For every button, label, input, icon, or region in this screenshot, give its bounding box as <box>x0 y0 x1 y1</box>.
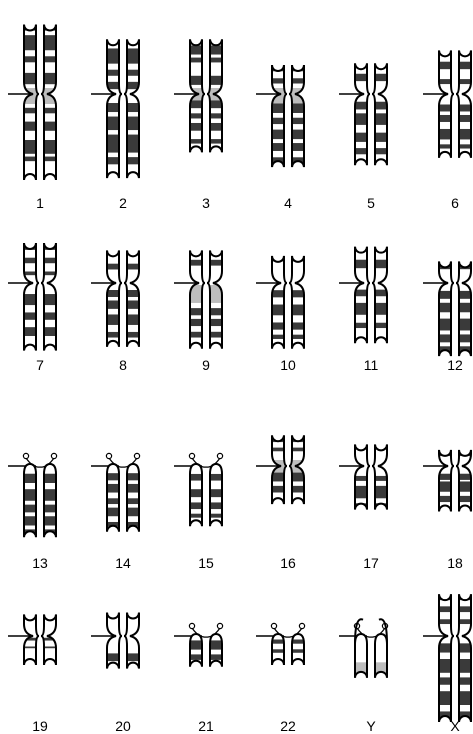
satellite <box>271 623 276 628</box>
chromosome-label: Y <box>366 718 376 734</box>
satellite <box>189 623 194 628</box>
chromosome-label: 1 <box>36 195 44 211</box>
chromosome-label: 11 <box>364 357 379 373</box>
chromosome-17 <box>339 428 391 525</box>
dark-band <box>268 639 288 643</box>
chromosome-label: 18 <box>447 555 463 571</box>
chromosome-9 <box>174 234 226 364</box>
chromosome-11 <box>339 231 391 360</box>
chromosome-label: 21 <box>198 718 214 734</box>
chromosome-7 <box>8 227 60 367</box>
chromosome-3 <box>174 23 226 168</box>
chromosome-label: 17 <box>363 555 379 571</box>
chromosome-label: 14 <box>115 555 131 571</box>
chromosome-label: 12 <box>447 357 463 373</box>
satellite <box>51 453 56 458</box>
chromosome-label: 19 <box>32 718 48 734</box>
chromosome-22 <box>256 615 308 681</box>
chromosome-label: 2 <box>119 195 127 211</box>
satellite <box>106 453 111 458</box>
chromosome-label: X <box>450 718 460 734</box>
chromosome-label: 9 <box>202 357 210 373</box>
chromosome-10 <box>256 240 308 365</box>
chromosome-label: 5 <box>367 195 375 211</box>
chromosome-1 <box>8 9 60 196</box>
satellite <box>23 453 28 458</box>
chromosome-8 <box>91 234 143 363</box>
chromosome-label: 10 <box>280 357 296 373</box>
chromosome-15 <box>174 443 226 542</box>
chromosome-4 <box>256 49 308 183</box>
chromosome-x <box>423 578 473 734</box>
chromosome-2 <box>91 23 143 194</box>
chromosome-label: 22 <box>280 718 296 734</box>
chromosome-21 <box>174 615 226 683</box>
chromosome-label: 15 <box>198 555 214 571</box>
satellite <box>299 623 304 628</box>
chromosome-label: 13 <box>32 555 48 571</box>
chromosome-16 <box>256 419 308 520</box>
satellite <box>217 453 222 458</box>
chromosome-label: 20 <box>115 718 131 734</box>
chromosome-12 <box>423 245 473 372</box>
chromosome-label: 6 <box>451 195 459 211</box>
chromosome-y <box>339 606 391 694</box>
chromosome-14 <box>91 443 143 548</box>
chromosome-18 <box>423 434 473 528</box>
chromosome-label: 8 <box>119 357 127 373</box>
dark-band <box>288 639 308 643</box>
satellite <box>134 453 139 458</box>
chromosome-13 <box>8 443 60 553</box>
chromosome-label: 7 <box>36 357 44 373</box>
chromosome-6 <box>423 34 473 174</box>
satellite <box>217 623 222 628</box>
chromosome-label: 16 <box>280 555 296 571</box>
chromosome-19 <box>8 598 60 681</box>
chromosome-20 <box>91 597 143 685</box>
chromosome-label: 4 <box>284 195 292 211</box>
chromosome-label: 3 <box>202 195 210 211</box>
chromosome-5 <box>339 47 391 181</box>
satellite <box>189 453 194 458</box>
